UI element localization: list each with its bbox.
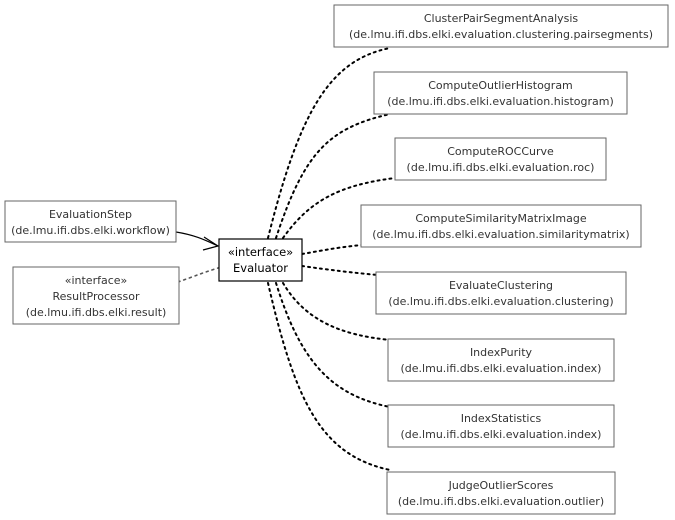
link-judge-outlier-scores <box>267 282 391 471</box>
evaluation-step-outline <box>4 200 177 243</box>
box-judge-outlier-scores[interactable]: JudgeOutlierScores (de.lmu.ifi.dbs.elki.… <box>386 471 616 515</box>
box-evaluator[interactable]: «interface» Evaluator <box>218 238 303 282</box>
compute-similarity-matrix-image-outline <box>360 204 642 248</box>
box-result-processor[interactable]: «interface» ResultProcessor (de.lmu.ifi.… <box>12 266 180 325</box>
box-evaluate-clustering[interactable]: EvaluateClustering (de.lmu.ifi.dbs.elki.… <box>375 271 627 315</box>
compute-roc-curve-outline <box>394 137 607 181</box>
result-processor-package: (de.lmu.ifi.dbs.elki.result) <box>26 306 167 319</box>
box-evaluation-step[interactable]: EvaluationStep (de.lmu.ifi.dbs.elki.work… <box>4 200 177 243</box>
evaluator-outline <box>218 238 303 282</box>
evaluator-name: Evaluator <box>233 261 288 275</box>
box-index-statistics[interactable]: IndexStatistics (de.lmu.ifi.dbs.elki.eva… <box>387 404 615 448</box>
cluster-pair-segment-analysis-name: ClusterPairSegmentAnalysis <box>424 12 579 25</box>
compute-roc-curve-package: (de.lmu.ifi.dbs.elki.evaluation.roc) <box>407 161 595 174</box>
link-compute-outlier-histogram <box>275 113 391 239</box>
link-index-purity <box>282 282 391 341</box>
link-index-statistics <box>275 282 391 408</box>
index-purity-outline <box>387 338 615 382</box>
evaluation-step-package: (de.lmu.ifi.dbs.elki.workflow) <box>11 224 170 237</box>
link-cluster-pair-segment-analysis <box>267 47 391 239</box>
box-compute-outlier-histogram[interactable]: ComputeOutlierHistogram (de.lmu.ifi.dbs.… <box>373 71 628 115</box>
evaluate-clustering-name: EvaluateClustering <box>449 279 553 292</box>
index-statistics-package: (de.lmu.ifi.dbs.elki.evaluation.index) <box>401 428 602 441</box>
index-purity-name: IndexPurity <box>470 346 533 359</box>
link-compute-similarity-matrix-image <box>301 244 363 255</box>
link-evaluation-step <box>175 231 219 247</box>
evaluate-clustering-package: (de.lmu.ifi.dbs.elki.evaluation.clusteri… <box>388 295 613 308</box>
judge-outlier-scores-name: JudgeOutlierScores <box>448 479 554 492</box>
evaluation-step-name: EvaluationStep <box>49 208 132 221</box>
arrowhead-evaluation-step <box>202 236 220 251</box>
link-evaluate-clustering <box>301 265 379 276</box>
result-processor-name: ResultProcessor <box>53 290 140 303</box>
cluster-pair-segment-analysis-package: (de.lmu.ifi.dbs.elki.evaluation.clusteri… <box>349 28 653 41</box>
box-index-purity[interactable]: IndexPurity (de.lmu.ifi.dbs.elki.evaluat… <box>387 338 615 382</box>
box-compute-roc-curve[interactable]: ComputeROCCurve (de.lmu.ifi.dbs.elki.eva… <box>394 137 607 181</box>
compute-outlier-histogram-name: ComputeOutlierHistogram <box>428 79 573 92</box>
result-processor-outline <box>12 266 180 325</box>
judge-outlier-scores-outline <box>386 471 616 515</box>
connectors <box>175 47 396 471</box>
box-cluster-pair-segment-analysis[interactable]: ClusterPairSegmentAnalysis (de.lmu.ifi.d… <box>333 4 669 48</box>
index-statistics-name: IndexStatistics <box>461 412 542 425</box>
link-compute-roc-curve <box>282 177 396 239</box>
cluster-pair-segment-analysis-outline <box>333 4 669 48</box>
box-compute-similarity-matrix-image[interactable]: ComputeSimilarityMatrixImage (de.lmu.ifi… <box>360 204 642 248</box>
compute-outlier-histogram-package: (de.lmu.ifi.dbs.elki.evaluation.histogra… <box>387 95 614 108</box>
index-statistics-outline <box>387 404 615 448</box>
evaluator-stereotype: «interface» <box>228 245 293 259</box>
link-result-processor <box>177 267 219 283</box>
result-processor-stereotype: «interface» <box>65 274 128 287</box>
compute-similarity-matrix-image-name: ComputeSimilarityMatrixImage <box>415 212 586 225</box>
index-purity-package: (de.lmu.ifi.dbs.elki.evaluation.index) <box>401 362 602 375</box>
compute-outlier-histogram-outline <box>373 71 628 115</box>
evaluate-clustering-outline <box>375 271 627 315</box>
compute-roc-curve-name: ComputeROCCurve <box>447 145 554 158</box>
compute-similarity-matrix-image-package: (de.lmu.ifi.dbs.elki.evaluation.similari… <box>372 228 629 241</box>
judge-outlier-scores-package: (de.lmu.ifi.dbs.elki.evaluation.outlier) <box>398 495 604 508</box>
